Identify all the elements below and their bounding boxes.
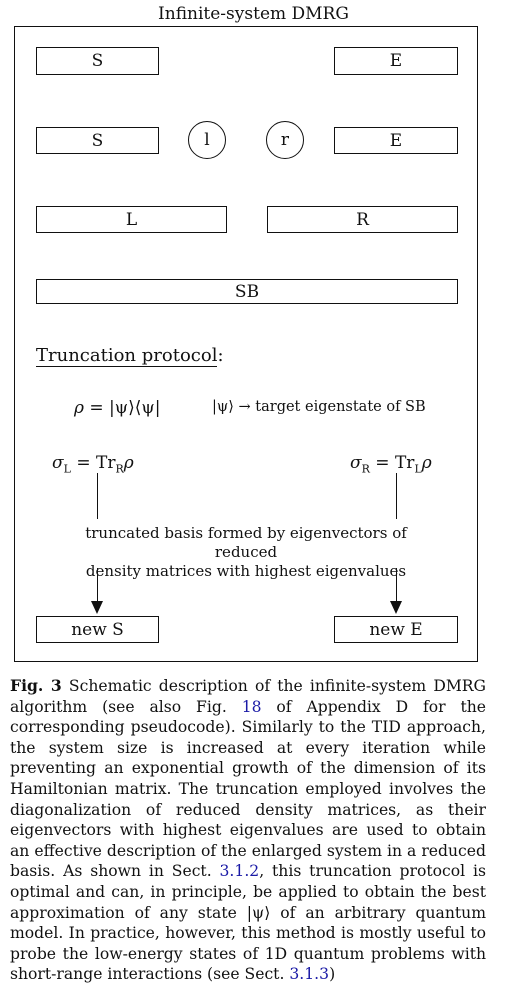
sigma-right-symbol: σ xyxy=(350,453,362,473)
block-new-s: new S xyxy=(36,616,159,643)
superblock-sb: SB xyxy=(36,279,458,304)
sigma-right-subscript: R xyxy=(361,462,370,476)
sigma-right-equation: σR = TrLρ xyxy=(350,453,432,475)
rho-symbol: ρ xyxy=(74,398,84,418)
site-r-circle: r xyxy=(266,121,304,159)
fig-18-link[interactable]: 18 xyxy=(241,697,262,716)
arrow-left-shaft xyxy=(97,568,98,602)
arrow-right-head xyxy=(390,601,402,614)
diagram-title: Infinite-system DMRG xyxy=(158,4,349,24)
block-e-row1: E xyxy=(334,47,458,75)
caption-label: Fig. 3 xyxy=(10,676,62,695)
sigma-left-subscript: L xyxy=(63,462,71,476)
basis-line-1: truncated basis formed by eigenvectors o… xyxy=(85,524,407,561)
caption-text-2: of Appendix D for the corresponding pseu… xyxy=(10,697,487,881)
caption-text-3: , this truncation protocol is optimal an… xyxy=(10,862,486,984)
site-l-circle: l xyxy=(188,121,226,159)
arrow-left-head xyxy=(91,601,103,614)
caption-text-1: Schematic description of the infinite-sy… xyxy=(10,677,486,716)
block-r: R xyxy=(267,206,458,233)
sigma-right-trace: = Tr xyxy=(369,453,415,473)
diagram-frame xyxy=(14,26,478,662)
truncation-heading: Truncation protocol: xyxy=(36,345,224,367)
block-s-row2: S xyxy=(36,127,159,154)
truncation-colon: : xyxy=(217,345,224,366)
sigma-left-symbol: σ xyxy=(52,453,64,473)
sigma-right-rho: ρ xyxy=(421,453,432,473)
target-state-text: → target eigenstate of SB xyxy=(233,399,426,415)
arrow-right-shaft xyxy=(396,568,397,602)
sect-3-1-3-link[interactable]: 3.1.3 xyxy=(289,965,330,984)
truncation-heading-text: Truncation protocol xyxy=(36,345,218,367)
block-s-row1: S xyxy=(36,47,159,75)
sigma-left-rho: ρ xyxy=(123,453,134,473)
target-state-note: |ψ⟩ → target eigenstate of SB xyxy=(212,399,426,415)
basis-description: truncated basis formed by eigenvectors o… xyxy=(60,524,432,581)
basis-line-2: density matrices with highest eigenvalue… xyxy=(85,562,407,580)
psi-ket: |ψ⟩ xyxy=(212,399,234,415)
sect-3-1-2-link[interactable]: 3.1.2 xyxy=(219,862,260,881)
rho-definition: = |ψ⟩⟨ψ| xyxy=(84,398,161,418)
connector-left-top xyxy=(97,473,98,519)
sigma-left-equation: σL = TrRρ xyxy=(52,453,134,475)
caption-text-4: ) xyxy=(329,965,336,984)
sigma-left-trace-subscript: R xyxy=(115,462,124,476)
figure-caption: Fig. 3 Schematic description of the infi… xyxy=(10,676,486,985)
block-l: L xyxy=(36,206,227,233)
connector-right-top xyxy=(396,473,397,519)
sigma-right-trace-subscript: L xyxy=(414,462,422,476)
block-new-e: new E xyxy=(334,616,458,643)
block-e-row2: E xyxy=(334,127,458,154)
rho-equation: ρ = |ψ⟩⟨ψ| xyxy=(74,398,160,418)
sigma-left-trace: = Tr xyxy=(70,453,116,473)
